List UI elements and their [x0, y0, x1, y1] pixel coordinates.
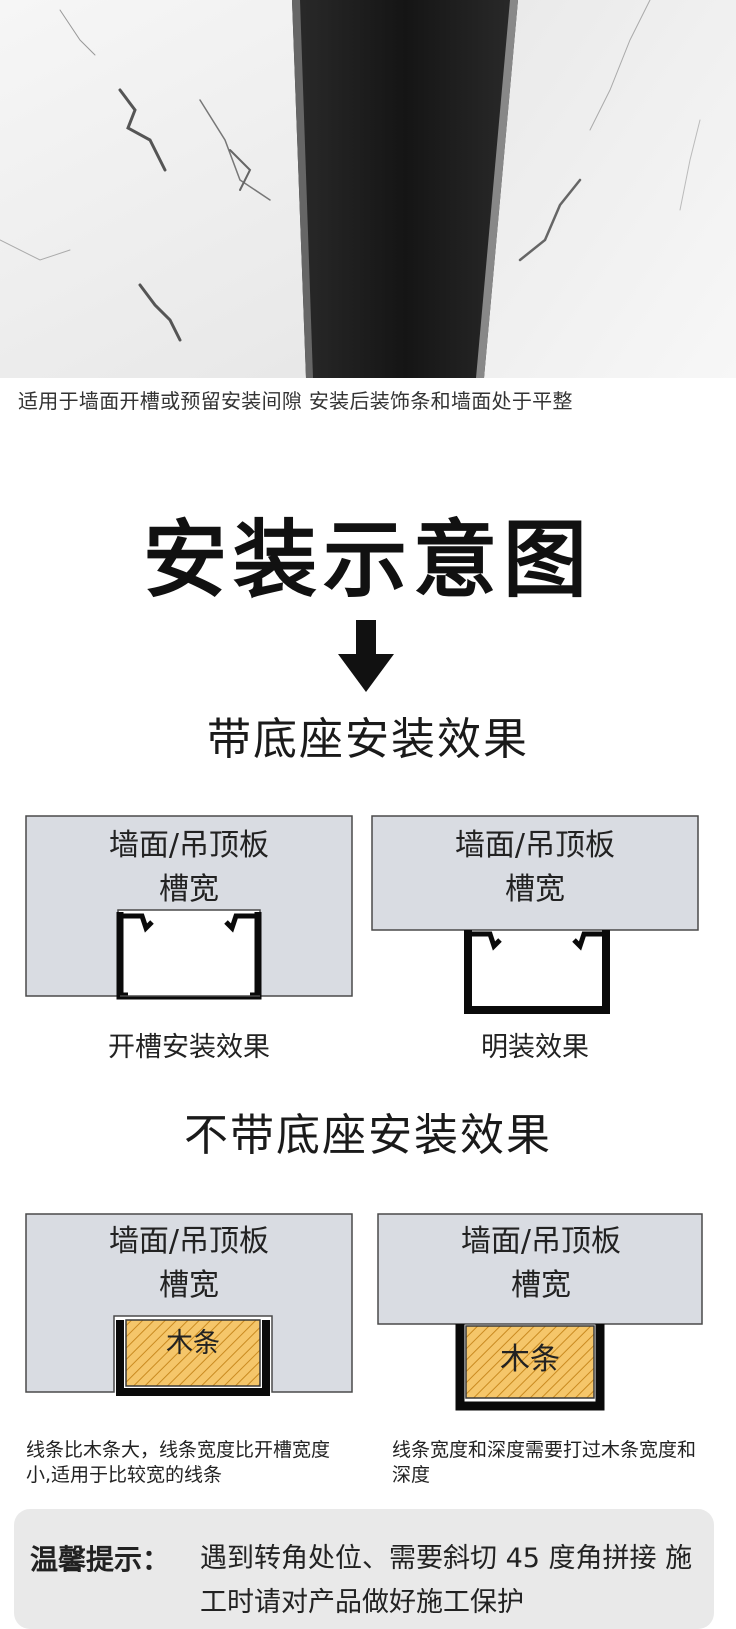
- wood-strip-label: 木条: [166, 1328, 220, 1359]
- slot-width-label: 槽宽: [511, 1268, 571, 1303]
- panel-label: 墙面/吊顶板: [460, 1224, 622, 1259]
- diagram-wood-slot: 墙面/吊顶板 槽宽 木条: [24, 1212, 354, 1398]
- slot-width-label: 槽宽: [159, 1268, 219, 1303]
- diagram-surface-mount: 墙面/吊顶板 槽宽: [370, 814, 700, 1014]
- page-title: 安装示意图: [142, 511, 593, 609]
- tip-title: 温馨提示：: [30, 1543, 171, 1576]
- section-title-without-base: 不带底座安装效果: [184, 1110, 552, 1161]
- diagram-wood-surface: 墙面/吊顶板 槽宽 木条: [376, 1212, 706, 1412]
- hero-marble-photo: [0, 0, 736, 378]
- tip-text: 遇到转角处位、需要斜切 45 度角拼接 施工时请对产品做好施工保护: [200, 1543, 693, 1618]
- slot-width-label: 槽宽: [159, 872, 219, 907]
- down-arrow-icon: [338, 620, 394, 692]
- diagram-slot-install: 墙面/吊顶板 槽宽: [24, 814, 354, 1006]
- wood-strip-label: 木条: [500, 1342, 560, 1377]
- diagram-note-wood-surface: 线条宽度和深度需要打过木条宽度和深度: [392, 1439, 697, 1486]
- panel-label: 墙面/吊顶板: [108, 1224, 270, 1259]
- diagram-note-wood-slot: 线条比木条大，线条宽度比开槽宽度小,适用于比较宽的线条: [26, 1439, 331, 1486]
- panel-label: 墙面/吊顶板: [454, 828, 616, 863]
- slot-width-label: 槽宽: [505, 872, 565, 907]
- panel-label: 墙面/吊顶板: [108, 828, 270, 863]
- diagram-caption-slot: 开槽安装效果: [108, 1032, 270, 1063]
- diagram-caption-surface: 明装效果: [481, 1032, 589, 1063]
- hero-caption: 适用于墙面开槽或预留安装间隙 安装后装饰条和墙面处于平整: [18, 389, 573, 413]
- section-title-with-base: 带底座安装效果: [207, 714, 529, 765]
